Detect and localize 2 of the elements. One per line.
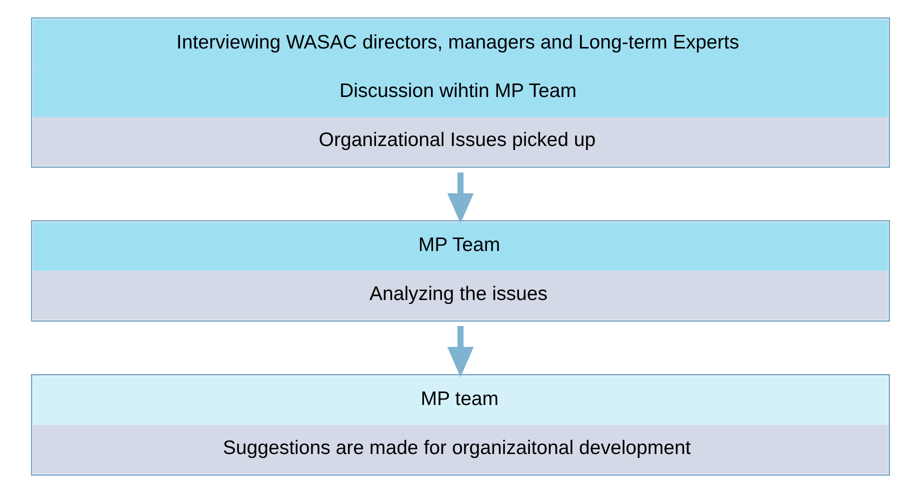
arrow (447, 326, 474, 378)
arrow (447, 172, 474, 224)
